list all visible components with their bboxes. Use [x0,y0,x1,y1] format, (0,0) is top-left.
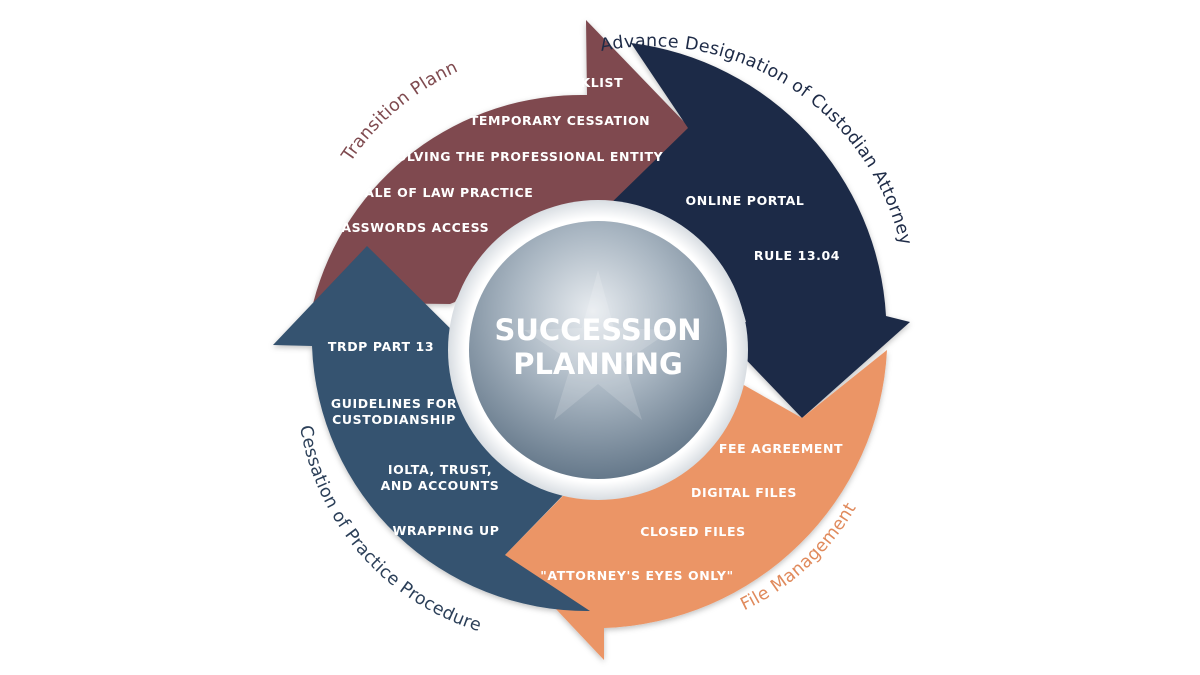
item-closed-files: CLOSED FILES [640,524,746,539]
item-guidelines-line1: GUIDELINES FOR [331,396,457,411]
item-iolta-line2: AND ACCOUNTS [381,478,500,493]
advance-designation-items: ONLINE PORTAL RULE 13.04 [686,193,840,263]
center-title-line1: SUCCESSION [495,313,702,347]
transition-planning-title-path: Transition Planning [0,0,461,166]
item-sale-of-law-practice: SALE OF LAW PRACTICE [355,185,534,200]
item-rule-13-04: RULE 13.04 [754,248,840,263]
item-trdp-part-13: TRDP PART 13 [328,339,434,354]
transition-planning-arrow [313,20,690,304]
item-guidelines-line2: CUSTODIANSHIP [332,412,456,427]
transition-planning-items: CHECKLIST TEMPORARY CESSATION DISSOLVING… [333,75,664,235]
item-digital-files: DIGITAL FILES [691,485,797,500]
transition-planning-title: Transition Planning [0,0,461,166]
item-passwords-access: PASSWORDS ACCESS [333,220,490,235]
item-temporary-cessation: TEMPORARY CESSATION [470,113,650,128]
watermark-star-icon [524,270,672,420]
center-title-line2: PLANNING [513,347,683,381]
file-management-items: FEE AGREEMENT DIGITAL FILES CLOSED FILES… [540,441,843,583]
cessation-items: TRDP PART 13 GUIDELINES FOR CUSTODIANSHI… [328,339,500,538]
center-hub: SUCCESSION PLANNING [448,200,748,500]
cessation-of-practice-arrow [273,246,590,612]
advance-designation-arrow [606,43,910,418]
item-attorneys-eyes-only: "ATTORNEY'S EYES ONLY" [540,568,733,583]
item-fee-agreement: FEE AGREEMENT [719,441,843,456]
item-iolta-line1: IOLTA, TRUST, [388,462,492,477]
item-checklist: CHECKLIST [541,75,624,90]
item-wrapping-up: WRAPPING UP [392,523,499,538]
item-online-portal: ONLINE PORTAL [686,193,805,208]
file-management-arrow [505,350,887,660]
item-dissolving-entity: DISSOLVING THE PROFESSIONAL ENTITY [361,149,664,164]
